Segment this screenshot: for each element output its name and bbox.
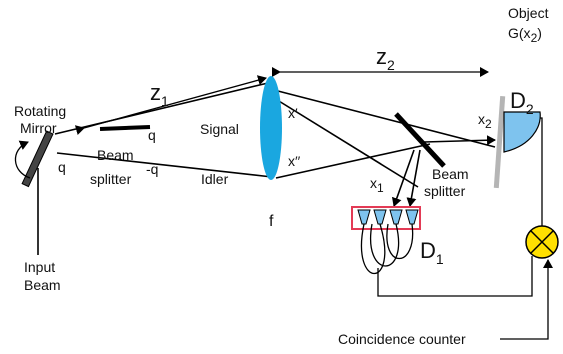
beam-splitter-2 bbox=[394, 112, 446, 168]
idler-label: Idler bbox=[201, 171, 229, 187]
d1-label: D1 bbox=[420, 238, 444, 267]
object-function-label: G(x2) bbox=[508, 25, 542, 45]
idler-beam-to-splitter bbox=[275, 143, 431, 179]
d2-to-counter-wire bbox=[540, 117, 543, 226]
counter-output-arrow bbox=[500, 259, 553, 340]
input-beam-label: Beam bbox=[24, 277, 61, 293]
d2-label: D2 bbox=[510, 88, 534, 117]
z2-label: z2 bbox=[376, 44, 395, 73]
coincidence-counter-label: Coincidence counter bbox=[338, 331, 466, 347]
object-label: Object bbox=[508, 5, 549, 21]
beam-splitter-1 bbox=[99, 125, 151, 131]
d2-detector bbox=[503, 111, 541, 153]
z1-label: z1 bbox=[150, 80, 169, 109]
z1-distance-arrow bbox=[74, 75, 267, 135]
lens bbox=[260, 76, 282, 180]
signal-label: Signal bbox=[200, 121, 239, 137]
idler-beam-to-lens bbox=[56, 152, 273, 178]
minus-q-label: -q bbox=[146, 161, 158, 177]
x-double-prime-label: x′′ bbox=[288, 153, 301, 169]
beam-splitter-2-label-b: splitter bbox=[424, 183, 466, 199]
beam-to-d1-left bbox=[391, 149, 415, 207]
x2-label: x2 bbox=[478, 111, 492, 131]
beam-to-d1-right bbox=[406, 149, 421, 207]
reflected-beam-to-object bbox=[423, 135, 496, 146]
counter-cross-b bbox=[530, 230, 554, 254]
mirror-label: Mirror bbox=[20, 120, 57, 136]
rotating-label: Rotating bbox=[14, 103, 66, 119]
beam-splitter-2-label-a: Beam bbox=[432, 166, 469, 182]
signal-beam-to-object bbox=[273, 89, 496, 148]
object-plate bbox=[493, 95, 506, 189]
x-prime-label: x′ bbox=[288, 105, 298, 121]
d1-detector-array bbox=[351, 206, 421, 230]
d1-detector-cells bbox=[357, 209, 419, 225]
d1-fiber-loops bbox=[360, 223, 414, 275]
q-mirror-label: q bbox=[58, 159, 66, 175]
focal-length-label: f bbox=[269, 213, 274, 230]
beam-splitter-1-label-b: splitter bbox=[90, 171, 132, 187]
input-label: Input bbox=[24, 259, 55, 275]
d1-to-counter-wire bbox=[377, 256, 533, 297]
q-signal-label: q bbox=[148, 127, 156, 143]
x1-label: x1 bbox=[370, 175, 384, 195]
rotating-mirror bbox=[21, 130, 54, 188]
signal-beam-cross bbox=[273, 97, 419, 188]
beam-splitter-1-label-a: Beam bbox=[97, 147, 134, 163]
rotation-arrow-icon bbox=[14, 140, 31, 179]
